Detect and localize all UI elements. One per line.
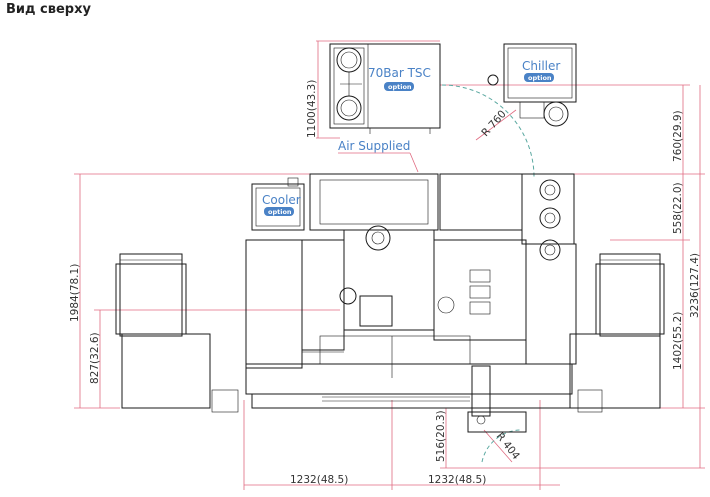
right-tray [569, 253, 665, 409]
dim-1984: 1984(78.1) [69, 264, 81, 322]
dim-1402: 1402(55.2) [672, 312, 684, 370]
air-supplied-label: Air Supplied [338, 139, 410, 153]
cooler-option-text: option [268, 208, 292, 216]
left-tray [115, 253, 211, 409]
swing-arcs [441, 84, 535, 463]
machine-body [211, 173, 603, 433]
dim-558: 558(22.0) [672, 182, 684, 234]
chiller-option-badge [524, 73, 554, 82]
dim-827: 827(32.6) [89, 332, 101, 384]
dim-r760: R 760 [479, 108, 508, 139]
dim-3236: 3236(127.4) [689, 253, 701, 318]
dim-1232-left: 1232(48.5) [290, 474, 348, 486]
tsc-label: 70Bar TSC [368, 66, 431, 80]
cooler-option-badge [264, 207, 294, 216]
chiller-option-text: option [528, 74, 552, 82]
dim-516: 516(20.3) [435, 410, 447, 462]
chiller-unit [487, 43, 577, 127]
chiller-label: Chiller [522, 59, 560, 73]
tsc-option-text: option [388, 83, 412, 91]
cooler-unit [251, 177, 305, 231]
tsc-unit [329, 43, 441, 134]
dim-760: 760(29.9) [672, 110, 684, 162]
dim-1232-right: 1232(48.5) [428, 474, 486, 486]
tsc-option-badge [384, 82, 414, 91]
cooler-label: Cooler [262, 193, 301, 207]
dimension-lines [74, 40, 705, 490]
view-title: Вид сверху [6, 2, 91, 17]
dim-1100: 1100(43.3) [306, 80, 318, 138]
